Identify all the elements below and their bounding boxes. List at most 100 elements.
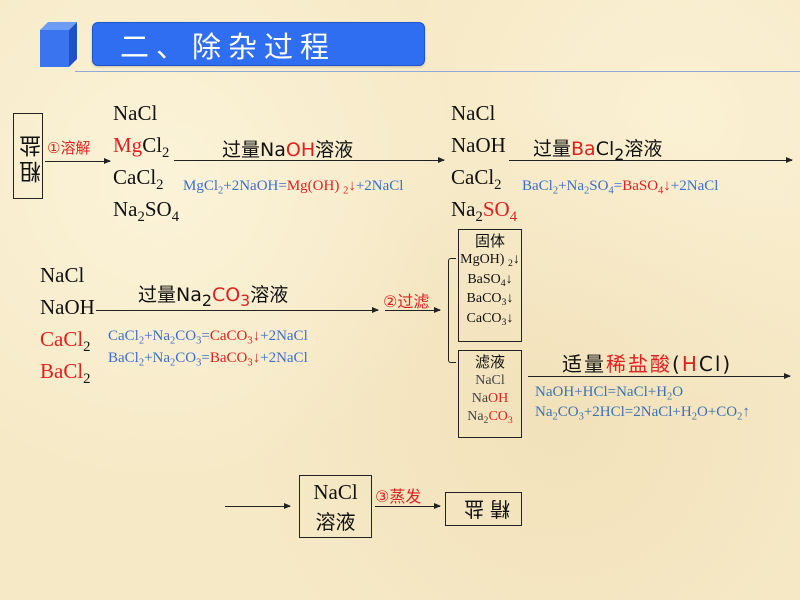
text-segment: NaCl — [40, 263, 85, 287]
step-dissolve: ①溶解 — [47, 139, 91, 157]
text-segment: Cl) — [698, 352, 733, 376]
text-segment: Na — [535, 404, 553, 420]
text-segment: +2HCl=2NaCl+H — [583, 404, 692, 420]
equation-bacl2: BaCl2+Na2SO4=BaSO4↓+2NaCl — [522, 178, 718, 197]
mixture-2: NaCl NaOH CaCl 2 Na2SO4 — [451, 103, 517, 231]
text-segment: NaCl — [451, 101, 496, 125]
equation-cacl2: CaCl2+Na2CO3=CaCO3↓+2NaCl — [108, 328, 308, 347]
text-segment: CaCl — [113, 165, 157, 189]
solute: Na2CO3 — [459, 408, 521, 428]
subscript: 3 — [501, 297, 507, 309]
mixture-1: NaCl MgCl2 CaCl2 Na2SO4 — [113, 103, 179, 231]
arrow — [225, 503, 291, 509]
text-segment: = — [201, 328, 210, 344]
subscript: 2 — [584, 185, 590, 197]
subscript: 3 — [507, 415, 513, 427]
subscript: 2 — [475, 209, 483, 226]
text-segment: Na — [451, 197, 476, 221]
subscript: 2 — [156, 177, 164, 194]
text-segment: CaCO — [209, 328, 248, 344]
solid-box: 固体 MgOH) 2↓ BaSO4↓ BaCO3↓ CaCO3↓ — [458, 229, 522, 342]
arrow — [96, 307, 379, 313]
solute: NaOH — [459, 390, 521, 408]
text-segment: +2NaCl — [260, 328, 308, 344]
subscript: 2 — [614, 144, 625, 164]
text-segment: BaSO — [467, 271, 501, 287]
bracket — [448, 258, 456, 363]
step-evaporate: ③蒸发 — [375, 487, 422, 506]
subscript: 2 — [170, 357, 176, 369]
precipitate: CaCO3↓ — [459, 310, 521, 330]
solute: NaCl — [459, 372, 521, 390]
text-segment: ↓ — [506, 311, 514, 327]
text-segment: ↓ — [506, 291, 514, 307]
text-segment: CO — [175, 328, 197, 344]
arrow — [528, 373, 791, 379]
text-segment: ↑ — [742, 404, 750, 420]
arrow — [174, 157, 445, 163]
text-segment: +2NaCl — [355, 178, 404, 194]
text-segment: NaOH — [451, 133, 506, 157]
text-segment: NaCl — [475, 373, 505, 388]
text-segment: +Na — [144, 350, 171, 366]
text-segment: O+CO — [696, 404, 738, 420]
text-segment: 溶液 — [250, 284, 289, 306]
text-segment: ↓ — [348, 178, 356, 194]
text-segment: ↓ — [252, 328, 261, 344]
text-segment: Cl — [595, 138, 615, 160]
text-segment: Mg(OH) — [286, 178, 344, 194]
subscript: 4 — [500, 277, 506, 289]
text-segment: O — [672, 384, 684, 400]
subscript: 2 — [667, 391, 673, 403]
text-segment: CO — [488, 409, 508, 425]
compound: Na2SO4 — [451, 199, 517, 231]
text-segment: BaCl — [40, 359, 84, 383]
reagent-hcl-label: 适量稀盐酸(HCl) — [562, 348, 732, 377]
text-segment: CO — [175, 350, 197, 366]
subscript: 2 — [552, 185, 559, 197]
text-segment: = — [201, 350, 210, 366]
refined-salt-box: 精盐 — [445, 492, 522, 526]
text-segment: +2NaCl — [670, 178, 719, 194]
filtrate-box: 滤液 NaCl NaOH Na2CO3 — [458, 350, 522, 438]
precipitate: BaCO3↓ — [459, 290, 521, 310]
equation-na2co3-hcl: Na2CO3+2HCl=2NaCl+H2O+CO2↑ — [535, 404, 750, 423]
subscript: 3 — [247, 357, 253, 369]
text-segment: +2NaCl — [260, 350, 308, 366]
subscript: 3 — [196, 357, 202, 369]
text-segment: Na — [467, 409, 484, 425]
compound: MgCl2 — [113, 135, 179, 167]
text-segment: SO — [144, 197, 172, 221]
text-segment: Na — [113, 197, 138, 221]
text-segment: OH — [488, 391, 509, 407]
text-segment: MgCl — [183, 178, 219, 194]
subscript: 2 — [137, 209, 145, 226]
compound: NaCl — [113, 103, 179, 135]
text-segment: 溶液 — [624, 138, 663, 160]
subscript: 2 — [691, 411, 697, 423]
subscript: 2 — [83, 339, 91, 356]
subscript: 4 — [608, 185, 614, 197]
compound: NaCl — [451, 103, 517, 135]
text-segment: 过量 — [222, 139, 261, 161]
arrow — [45, 158, 111, 164]
compound: CaCl2 — [113, 167, 179, 199]
text-segment: NaCl — [113, 101, 158, 125]
arrow — [509, 157, 793, 163]
text-segment: CaCl — [40, 327, 84, 351]
subscript: 2 — [343, 185, 349, 197]
text-segment: ↓ — [663, 178, 671, 194]
subscript: 2 — [162, 145, 170, 162]
page-title: 二、除杂过程 — [120, 30, 337, 64]
text-segment: MgOH) — [460, 252, 508, 267]
subscript: 2 — [170, 335, 176, 347]
text-segment: CaCl — [451, 165, 495, 189]
subscript: 2 — [138, 335, 145, 347]
text-segment: ( — [672, 352, 682, 376]
solid-heading: 固体 — [474, 232, 505, 250]
reagent-na2co3-label: 过量Na2CO3溶液 — [138, 280, 288, 310]
text-segment: = — [613, 178, 623, 194]
text-segment: Na — [260, 139, 286, 161]
subscript: 2 — [552, 411, 558, 423]
mixture-3: NaCl NaOH CaCl2 BaCl2 — [40, 265, 95, 393]
